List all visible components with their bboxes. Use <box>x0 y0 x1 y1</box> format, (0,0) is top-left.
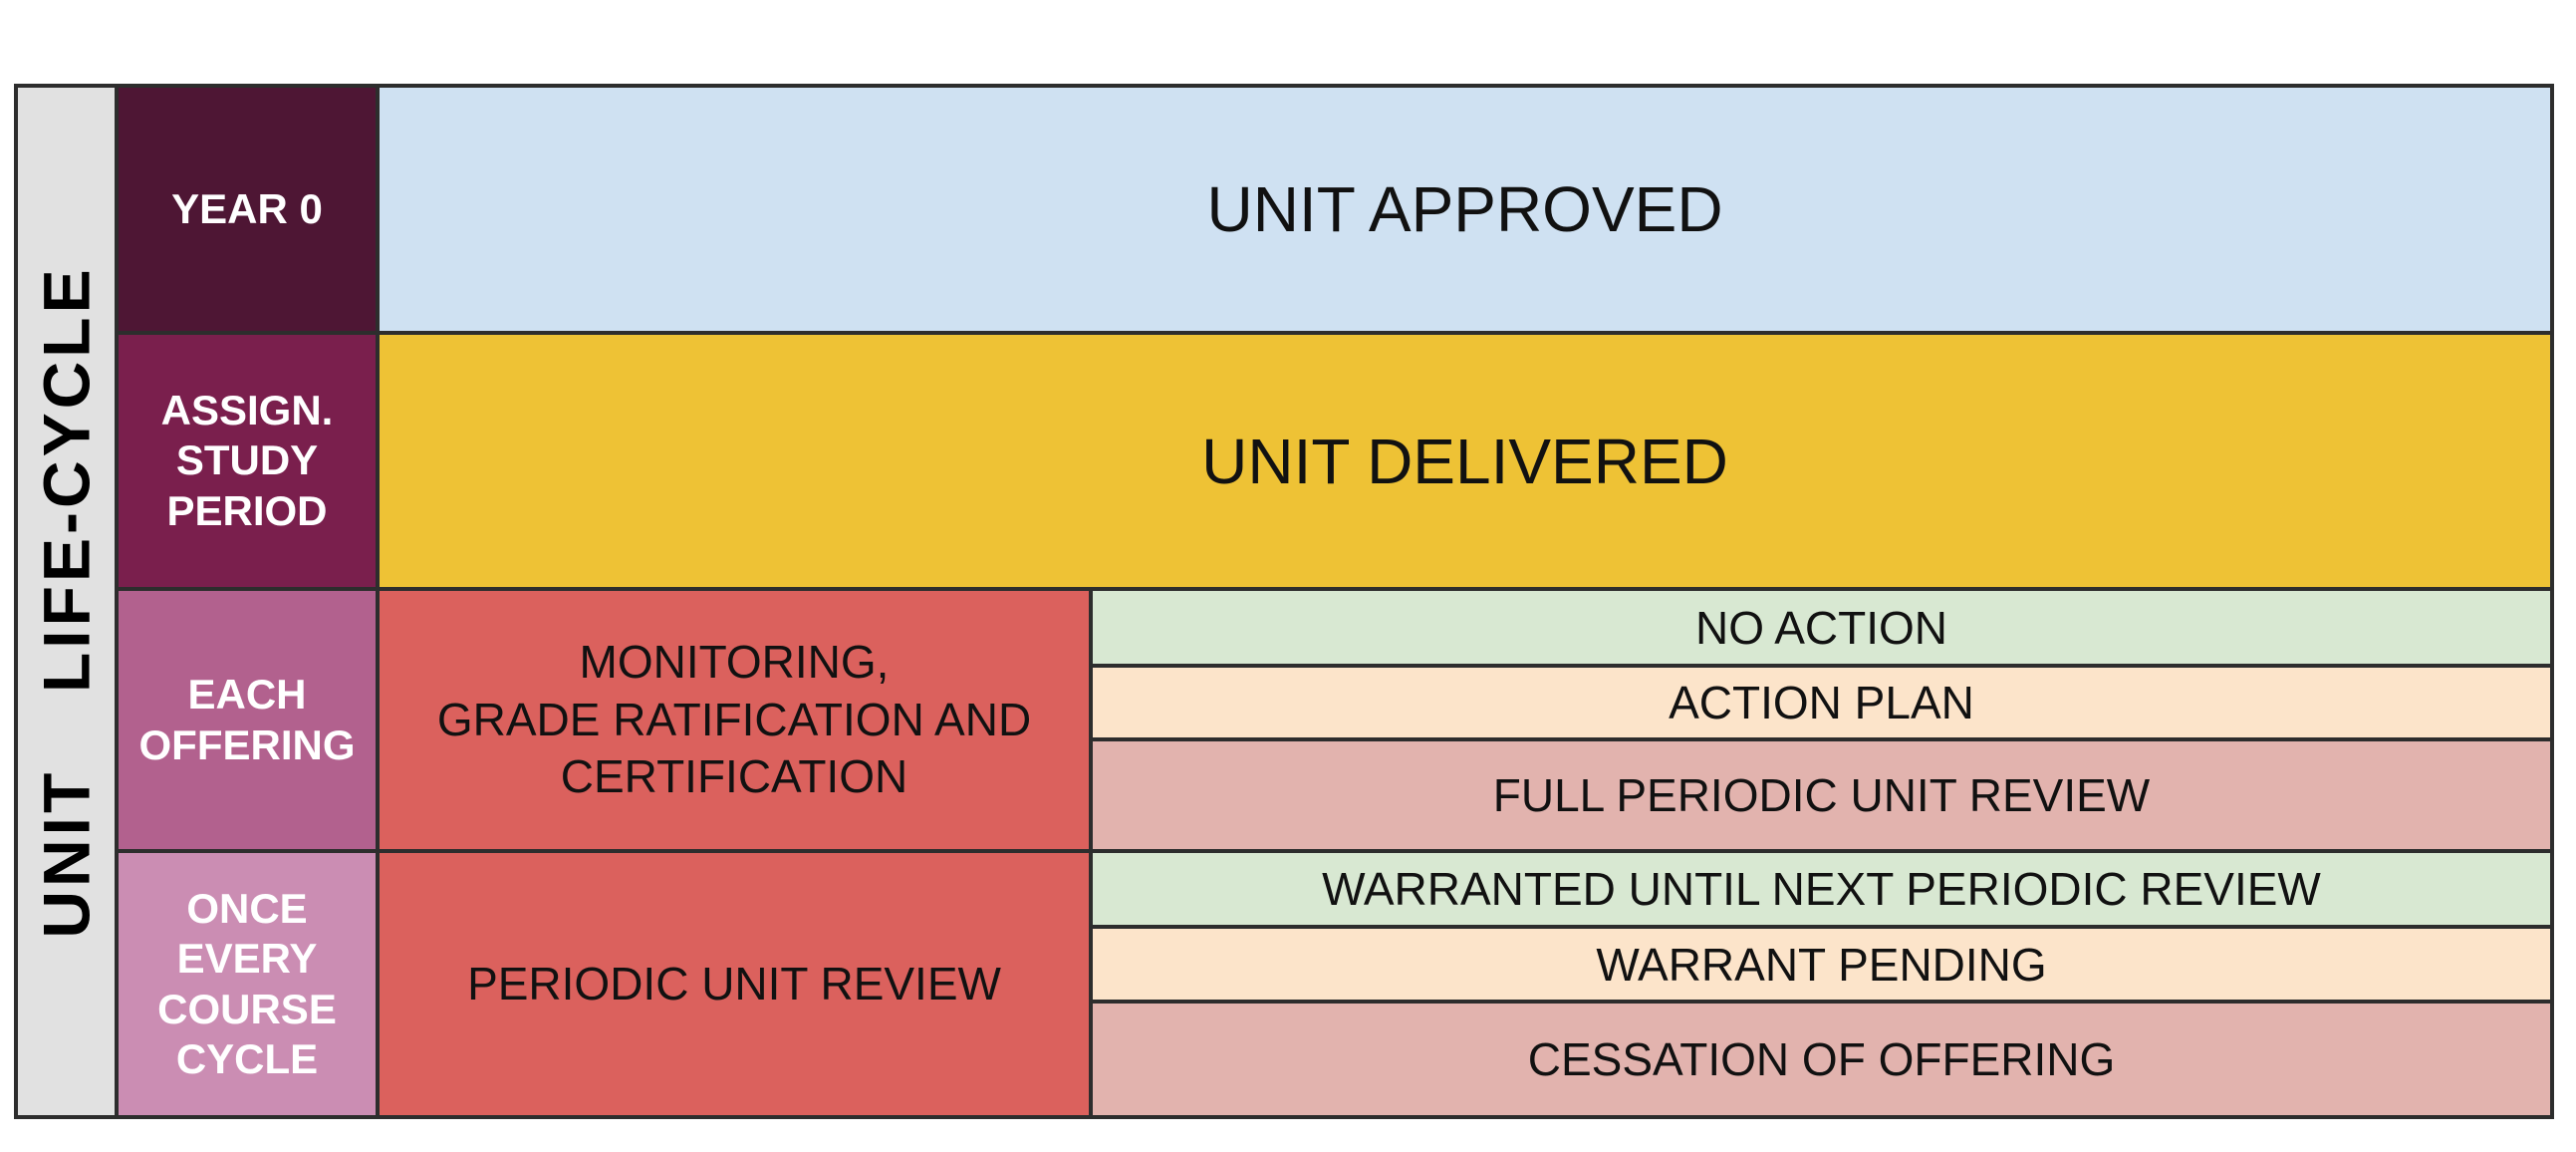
outcome-warrant-pending: WARRANT PENDING <box>1093 929 2550 1000</box>
row-label-year-0: YEAR 0 <box>119 88 376 331</box>
outcome-full-periodic-unit-review-text: FULL PERIODIC UNIT REVIEW <box>1492 769 2151 821</box>
row-label-each-offering-text: EACH OFFERING <box>138 671 356 768</box>
cell-periodic-unit-review-text: PERIODIC UNIT REVIEW <box>467 957 1001 1009</box>
row-label-assign-study-period-text: ASSIGN. STUDY PERIOD <box>160 386 334 534</box>
cell-unit-approved: UNIT APPROVED <box>380 88 2550 331</box>
outcome-warrant-pending-text: WARRANT PENDING <box>1596 938 2047 991</box>
outcome-action-plan: ACTION PLAN <box>1093 668 2550 737</box>
cell-periodic-unit-review: PERIODIC UNIT REVIEW <box>380 853 1089 1115</box>
row-label-once-every-course-cycle-text: ONCE EVERY COURSE CYCLE <box>157 884 337 1082</box>
row-label-assign-study-period: ASSIGN. STUDY PERIOD <box>119 335 376 587</box>
unit-lifecycle-table: UNIT LIFE-CYCLE YEAR 0 ASSIGN. STUDY PER… <box>14 84 2554 1119</box>
outcome-action-plan-text: ACTION PLAN <box>1669 677 1974 728</box>
outcome-cessation-of-offering: CESSATION OF OFFERING <box>1093 1004 2550 1115</box>
row-label-year-0-text: YEAR 0 <box>171 184 323 232</box>
lifecycle-axis-strip: UNIT LIFE-CYCLE <box>18 88 115 1115</box>
row-label-once-every-course-cycle: ONCE EVERY COURSE CYCLE <box>119 853 376 1115</box>
cell-unit-delivered-text: UNIT DELIVERED <box>1201 425 1728 497</box>
outcome-warranted-until-next-periodic-review-text: WARRANTED UNTIL NEXT PERIODIC REVIEW <box>1322 863 2321 915</box>
outcome-full-periodic-unit-review: FULL PERIODIC UNIT REVIEW <box>1093 741 2550 849</box>
cell-unit-delivered: UNIT DELIVERED <box>380 335 2550 587</box>
outcome-no-action: NO ACTION <box>1093 591 2550 664</box>
row-label-each-offering: EACH OFFERING <box>119 591 376 849</box>
cell-monitoring-grade-ratification-certification-text: MONITORING, GRADE RATIFICATION AND CERTI… <box>436 636 1032 803</box>
lifecycle-axis-label: UNIT LIFE-CYCLE <box>29 264 104 939</box>
outcome-no-action-text: NO ACTION <box>1694 601 1948 654</box>
cell-monitoring-grade-ratification-certification: MONITORING, GRADE RATIFICATION AND CERTI… <box>380 591 1089 849</box>
outcome-cessation-of-offering-text: CESSATION OF OFFERING <box>1527 1033 2116 1085</box>
cell-unit-approved-text: UNIT APPROVED <box>1206 173 1723 245</box>
outcome-warranted-until-next-periodic-review: WARRANTED UNTIL NEXT PERIODIC REVIEW <box>1093 853 2550 925</box>
